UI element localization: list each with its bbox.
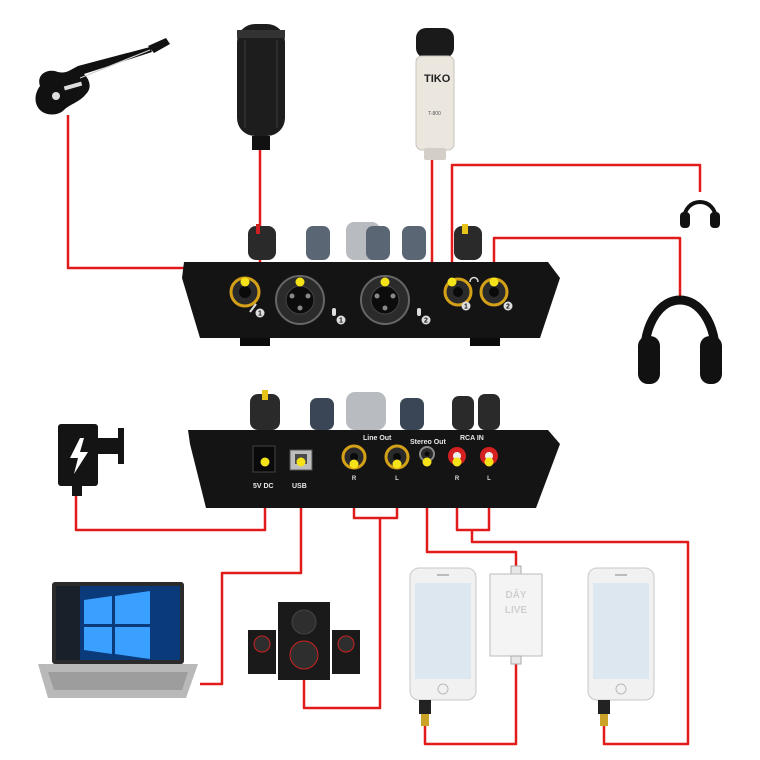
lightning-bolt-icon [70,438,88,474]
cable-line-out-speaker [302,518,382,710]
live-cable-label: DÂY [505,588,526,601]
port-number: 1 [464,304,468,311]
front-port-numbers: 1 1 2 1 2 [255,301,513,325]
rear-port-mark: R [352,476,357,482]
rear-port-mark: L [395,476,399,482]
mic-port-icon [417,308,421,316]
audio-interface-rear: 5V DC USB Line Out Stereo Out RCA IN R L… [188,390,560,508]
aux-plug-1-icon [419,700,431,726]
cable-usb [200,478,303,686]
condenser-mic-tiko-icon: TIKO T-800 [415,28,455,160]
rear-port-mark: L [487,476,491,482]
front-knobs [248,222,482,260]
headphones-large-icon [638,295,722,384]
connection-points [240,277,499,469]
stereo-out-label: Stereo Out [410,439,446,446]
audio-interface-front: 1 1 2 1 2 [182,222,560,346]
smartphone-2-icon [587,567,655,701]
rca-in-label: RCA IN [460,435,484,442]
rear-port-mark: R [455,476,460,482]
live-cable-label: LIVE [505,605,528,616]
usb-label: USB [292,483,307,490]
speaker-system-icon [248,602,360,680]
port-number: 2 [506,304,510,311]
live-cable-icon: DÂY LIVE [489,565,543,665]
mic-brand-label: TIKO [424,73,451,85]
power-label: 5V DC [253,483,274,490]
cable-live-phone1 [423,658,518,746]
port-number: 1 [339,318,343,325]
guitar-port-icon [249,303,257,313]
laptop-icon [38,582,198,698]
port-number: 2 [424,318,428,325]
cable-headphones-2 [492,236,682,298]
electric-guitar-icon [35,38,170,115]
port-number: 1 [258,311,262,318]
condenser-mic-black-icon [237,24,285,150]
cable-guitar [66,115,247,282]
mic-model-label: T-800 [428,111,441,117]
mic-port-icon [332,308,336,316]
power-adapter-icon [58,424,124,496]
line-out-label: Line Out [363,435,392,442]
smartphone-1-icon [409,567,477,701]
cable-headphones-1 [450,163,702,282]
headphones-small-icon [680,200,720,228]
aux-plug-2-icon [598,700,610,726]
headphone-port-icon [469,276,479,283]
cable-rca-phone2 [470,530,690,746]
